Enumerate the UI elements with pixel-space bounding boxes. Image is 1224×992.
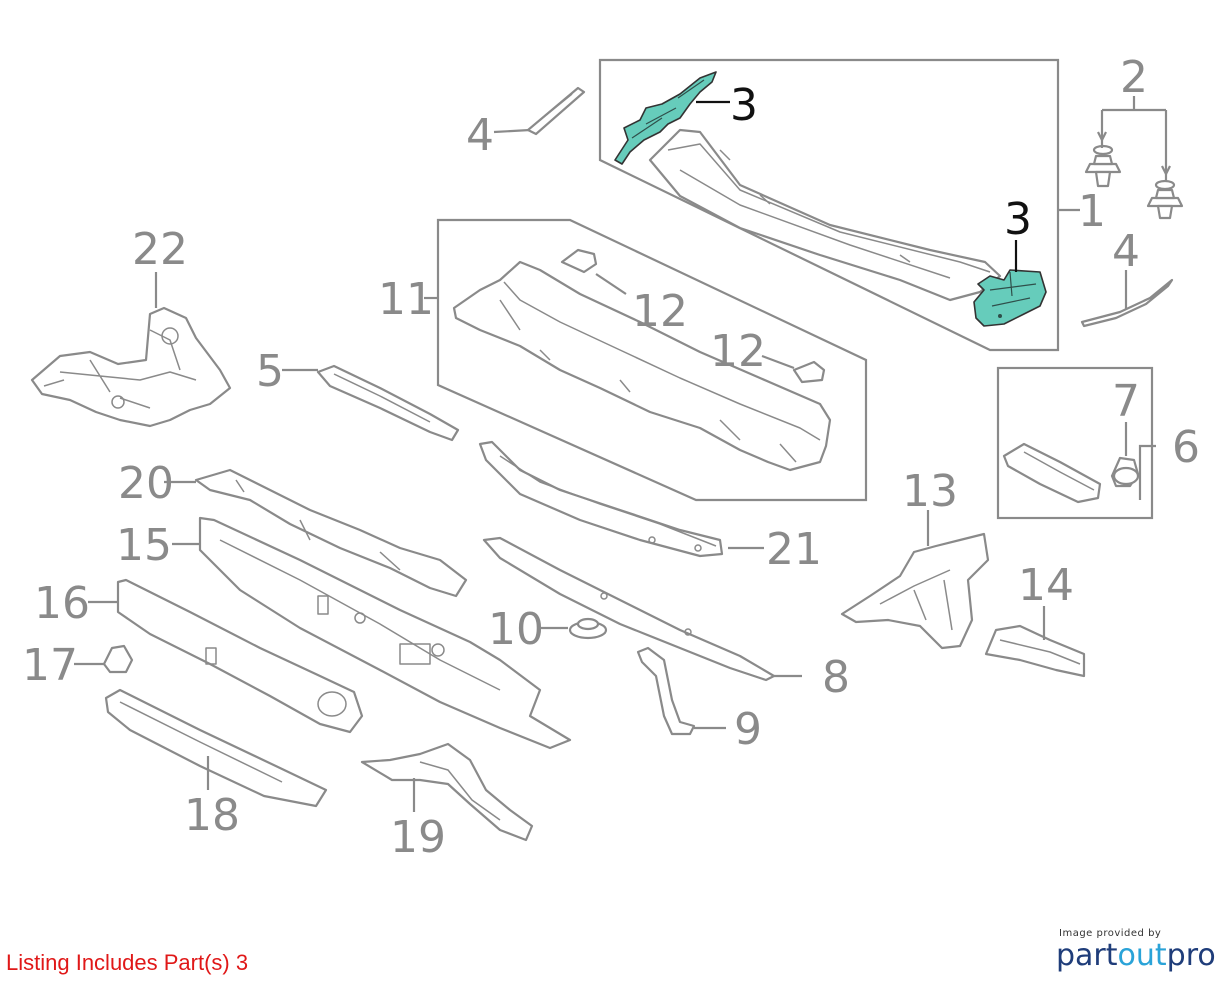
callout-22: 22 <box>132 224 188 275</box>
part-9[interactable] <box>636 646 696 736</box>
callout-3-upper: 3 <box>730 80 758 131</box>
callout-4-upper: 4 <box>466 110 494 161</box>
part-15[interactable] <box>198 516 572 750</box>
part-11-cowl-panel[interactable] <box>452 260 832 472</box>
callout-20: 20 <box>118 458 174 509</box>
callout-14: 14 <box>1018 560 1074 611</box>
part-13[interactable] <box>840 532 990 650</box>
part-22[interactable] <box>30 306 232 428</box>
part-19[interactable] <box>360 742 534 842</box>
assembly-box-11 <box>436 218 868 502</box>
part-4-upper[interactable] <box>526 86 586 136</box>
part-7[interactable] <box>1110 456 1140 488</box>
callout-16: 16 <box>34 578 90 629</box>
part-6[interactable] <box>1002 442 1102 504</box>
callout-3-lower: 3 <box>1004 194 1032 245</box>
callout-18: 18 <box>184 790 240 841</box>
callout-19: 19 <box>390 812 446 863</box>
callout-10: 10 <box>488 604 544 655</box>
part-10[interactable] <box>568 617 608 640</box>
part-2-clip-right[interactable] <box>1146 179 1184 220</box>
logo-out: out <box>1117 938 1167 973</box>
callout-4-lower: 4 <box>1112 226 1140 277</box>
partoutpro-logo: partoutpro <box>1056 938 1216 973</box>
part-12-clip-upper[interactable] <box>560 248 598 274</box>
part-21[interactable] <box>478 440 724 558</box>
logo-part: part <box>1056 938 1118 973</box>
callout-21: 21 <box>766 524 822 575</box>
callout-2: 2 <box>1120 52 1148 103</box>
callout-17: 17 <box>22 640 78 691</box>
callout-8: 8 <box>822 652 850 703</box>
callout-1: 1 <box>1078 186 1106 237</box>
callout-7: 7 <box>1112 376 1140 427</box>
credit-caption: Image provided by <box>1059 928 1162 939</box>
callout-12-upper: 12 <box>632 286 688 337</box>
part-4-lower[interactable] <box>1080 278 1174 328</box>
image-credit: Image provided by partoutpro <box>1056 928 1216 973</box>
callout-12-lower: 12 <box>710 326 766 377</box>
part-8[interactable] <box>482 536 776 682</box>
part-5[interactable] <box>316 364 460 442</box>
listing-note: Listing Includes Part(s) 3 <box>6 950 249 975</box>
logo-pro: pro <box>1166 938 1216 973</box>
callout-15: 15 <box>116 520 172 571</box>
part-2-clip-left[interactable] <box>1084 144 1122 188</box>
part-20[interactable] <box>194 468 468 598</box>
part-1-cowl[interactable] <box>648 128 1002 302</box>
part-14[interactable] <box>984 624 1086 678</box>
callout-6: 6 <box>1172 422 1200 473</box>
assembly-box-1 <box>598 58 1060 352</box>
assembly-box-6 <box>996 366 1154 520</box>
callout-13: 13 <box>902 466 958 517</box>
leader-lines <box>74 96 1171 812</box>
part-3-upper-bracket[interactable] <box>614 71 717 165</box>
callout-labels: 1 2 3 3 4 4 5 6 7 8 9 10 11 12 12 13 14 … <box>22 52 1200 863</box>
part-3-lower-bracket[interactable] <box>973 269 1047 327</box>
callout-11: 11 <box>378 274 434 325</box>
part-17[interactable] <box>102 644 134 674</box>
part-16[interactable] <box>116 578 364 734</box>
callout-9: 9 <box>734 704 762 755</box>
part-18[interactable] <box>104 688 328 808</box>
part-12-clip-lower[interactable] <box>792 360 826 384</box>
callout-5: 5 <box>256 346 284 397</box>
